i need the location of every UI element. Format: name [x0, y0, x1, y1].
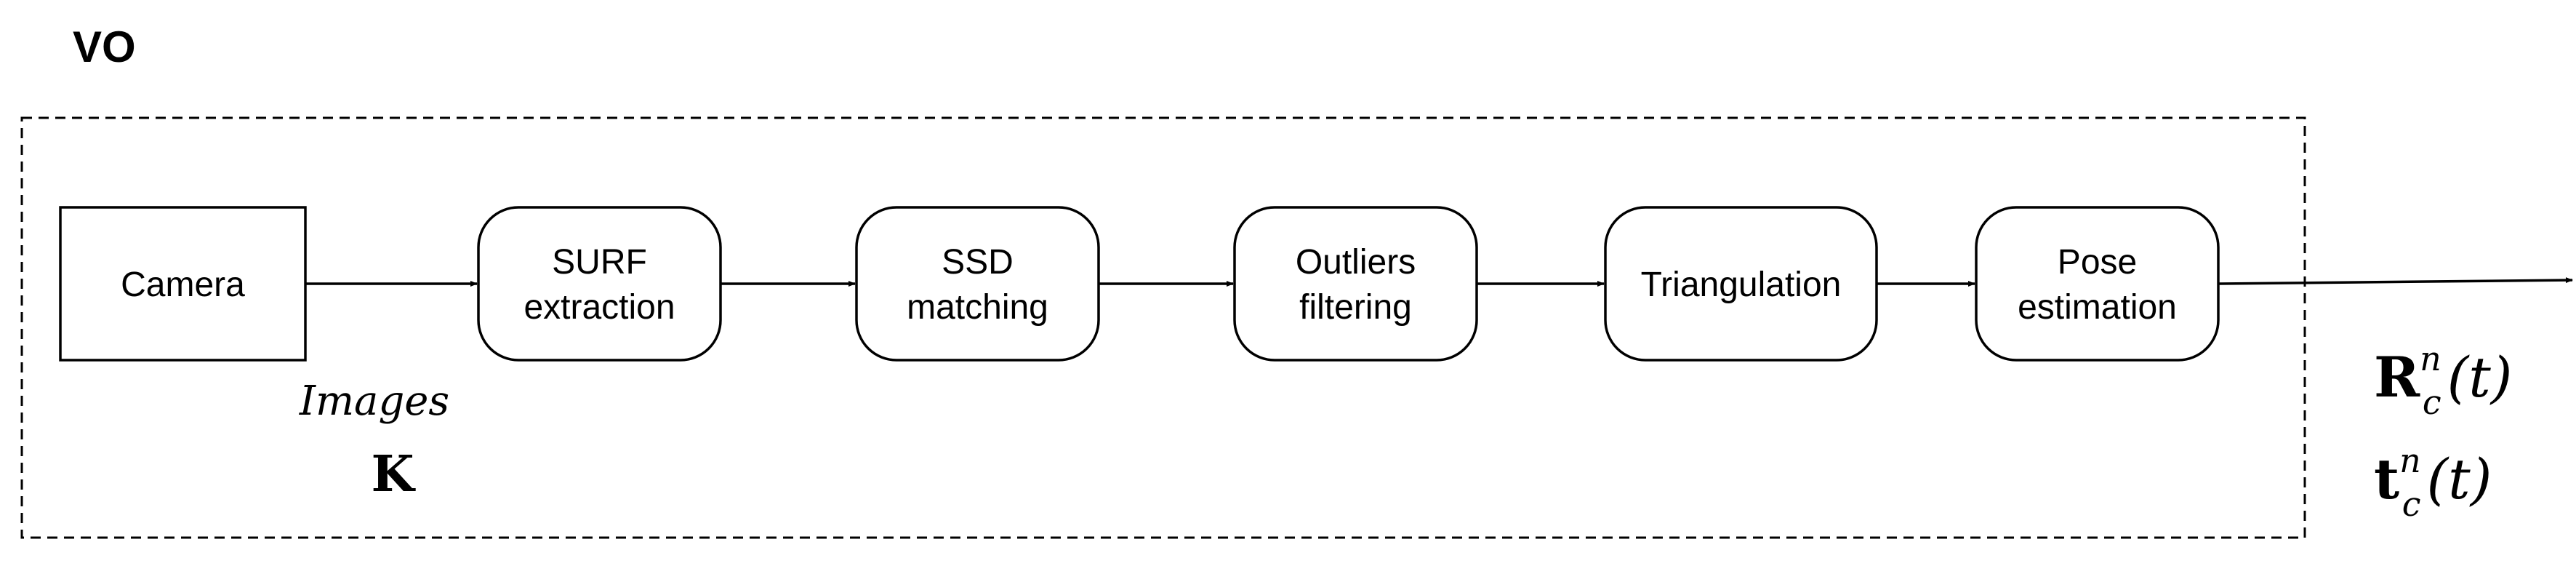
node-box-surf [477, 206, 722, 362]
node-box-camera [59, 206, 307, 362]
diagram-title: VO [73, 23, 136, 71]
node-triangulation: Triangulation [1604, 206, 1878, 362]
node-label-pose-line-2: estimation [2018, 288, 2177, 327]
edge-pose-to-output [2218, 277, 2573, 285]
intrinsics-k-label: K [371, 445, 416, 503]
node-label-outliers-line-1: Outliers [1296, 243, 1416, 282]
vo-boundary-frame [20, 116, 2306, 539]
node-surf: SURF extraction [477, 206, 722, 362]
node-label-ssd-line-1: SSD [942, 243, 1014, 282]
node-box-triangulation [1604, 206, 1878, 362]
node-outliers: Outliers filtering [1233, 206, 1478, 362]
node-box-pose [1975, 206, 2220, 362]
node-ssd: SSD matching [855, 206, 1100, 362]
node-label-surf-line-1: SURF [552, 243, 647, 282]
node-label-surf-line-2: extraction [523, 288, 675, 327]
node-pose: Pose estimation [1975, 206, 2220, 362]
node-box-ssd [855, 206, 1100, 362]
images-label: Images [299, 378, 449, 425]
input-annotations: Images K [299, 378, 449, 503]
node-label-camera-line-1: Camera [121, 266, 245, 304]
node-camera: Camera [59, 206, 307, 362]
node-label-pose-line-1: Pose [2058, 243, 2137, 282]
node-box-outliers [1233, 206, 1478, 362]
edges-layer [305, 277, 2573, 287]
nodes-layer: Camera SURF extraction SSD matching Outliers f… [59, 206, 2220, 362]
node-label-ssd-line-2: matching [907, 288, 1048, 327]
node-label-triangulation-line-1: Triangulation [1641, 266, 1842, 304]
node-label-outliers-line-2: filtering [1299, 288, 1412, 327]
